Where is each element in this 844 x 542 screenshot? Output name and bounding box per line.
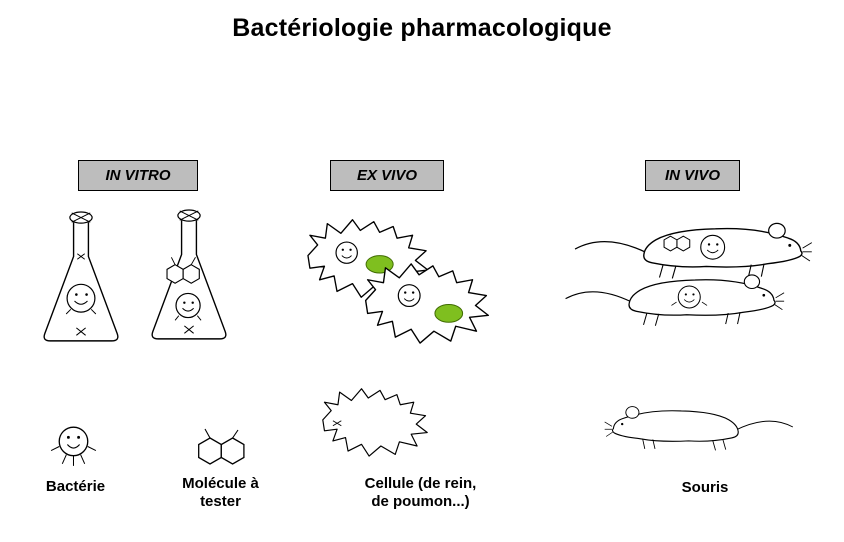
legend-mouse-label: Souris — [681, 479, 729, 496]
bacteria-in-mouse — [700, 234, 726, 260]
flask-with-bacteria-icon — [30, 204, 132, 360]
molecule-in-mouse — [663, 235, 691, 252]
bacteria-in-cell — [335, 241, 358, 264]
legend-molecule-label: Molécule à tester — [182, 475, 259, 510]
molecule-in-flask — [166, 257, 200, 284]
green-compound — [434, 303, 464, 323]
section-label-in-vitro-text: IN VITRO — [105, 167, 171, 184]
section-label-in-vitro: IN VITRO — [78, 160, 198, 191]
mouse-with-bacteria-and-molecule-icon — [545, 205, 840, 283]
section-label-ex-vivo-text: EX VIVO — [356, 167, 418, 184]
legend-bacteria-label: Bactérie — [45, 478, 106, 495]
section-label-in-vivo-text: IN VIVO — [664, 167, 720, 184]
mouse-icon — [592, 392, 807, 454]
bacteria-in-cell — [397, 284, 421, 308]
bacteria-in-flask — [174, 292, 202, 321]
legend-cell-label: Cellule (de rein, de poumon...) — [364, 475, 477, 510]
cell-with-bacteria-icon — [356, 256, 498, 350]
flask-with-molecule-and-bacteria-icon — [138, 200, 240, 360]
mouse-with-bacteria-icon — [538, 258, 810, 330]
bacteria-in-mouse — [671, 285, 708, 309]
bacteria-icon — [45, 418, 103, 474]
section-label-ex-vivo: EX VIVO — [330, 160, 444, 191]
section-label-in-vivo: IN VIVO — [645, 160, 740, 191]
molecule-icon — [178, 424, 262, 474]
diagram-title: Bactériologie pharmacologique — [232, 14, 612, 42]
bacteria-in-flask — [65, 283, 97, 315]
cell-icon — [316, 382, 434, 462]
